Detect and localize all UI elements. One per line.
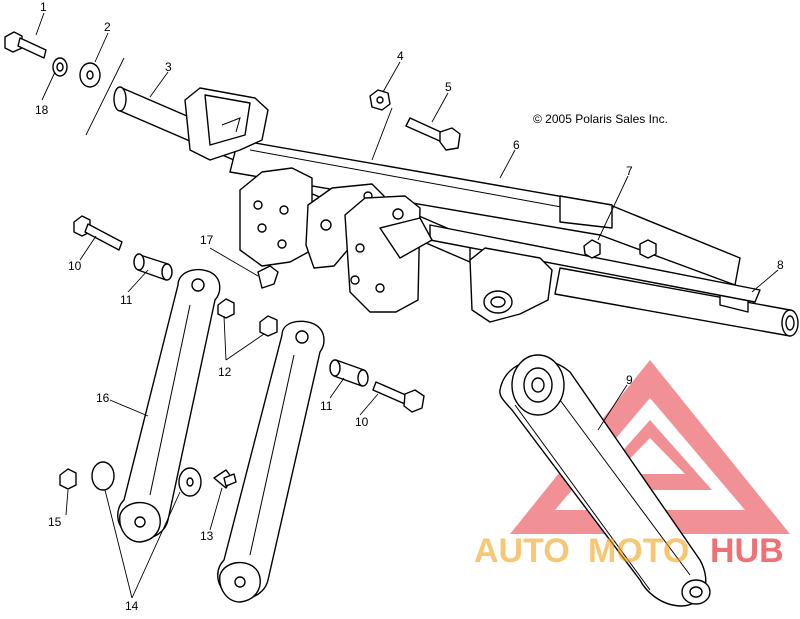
bolt-1 [4, 31, 47, 59]
nut-15 [59, 468, 77, 490]
nut-12-b [259, 315, 278, 337]
callout-14: 14 [125, 599, 139, 613]
center-bracket-right [344, 195, 433, 313]
callout-17: 17 [200, 233, 214, 247]
callout-1: 1 [40, 0, 47, 14]
callout-6: 6 [513, 138, 520, 152]
washer-14-b [178, 467, 202, 497]
nut-4 [369, 89, 391, 111]
nut-7 [583, 239, 601, 259]
nut-7b [639, 239, 657, 259]
callout-3: 3 [165, 60, 172, 74]
clip-17 [257, 265, 279, 289]
spacer-11-left [133, 253, 173, 281]
callout-12: 12 [218, 365, 232, 379]
washer-14-a [91, 461, 115, 491]
watermark-wordmark: AUTO MOTO HUB [474, 532, 784, 570]
callout-numbers: 1 2 3 4 5 6 7 8 9 10 10 11 11 12 13 14 1… [35, 0, 784, 613]
right-mount-bracket [469, 247, 553, 323]
bolt-5 [405, 117, 461, 151]
callout-5: 5 [445, 80, 452, 94]
washer-2 [79, 62, 101, 88]
watermark-hub: HUB [710, 532, 784, 570]
nut-12-a [217, 298, 235, 319]
copyright-text: © 2005 Polaris Sales Inc. [533, 112, 668, 126]
left-mount-bracket [184, 87, 269, 161]
callout-8: 8 [777, 258, 784, 272]
spacer-11-right [329, 359, 369, 387]
bolt-10-right [372, 381, 425, 413]
callout-2: 2 [104, 20, 111, 34]
callout-11-left: 11 [120, 293, 133, 307]
callout-10-right: 10 [355, 415, 369, 429]
callout-4: 4 [397, 49, 404, 63]
leader-lines [35, 12, 779, 599]
washer-18 [52, 57, 68, 77]
callout-16: 16 [96, 391, 110, 405]
shock-absorber [499, 354, 711, 607]
torque-arm-left [117, 268, 221, 543]
callout-9: 9 [626, 373, 633, 387]
watermark-auto: AUTO [474, 532, 570, 570]
torque-arm-right [217, 320, 325, 603]
section-cut-line [85, 57, 125, 136]
callout-18: 18 [35, 103, 49, 117]
callout-11-right: 11 [320, 399, 333, 413]
bolt-13 [213, 469, 237, 489]
watermark-moto: MOTO [588, 532, 689, 570]
bolt-10-left [73, 215, 123, 251]
callout-13: 13 [200, 529, 214, 543]
callout-10-left: 10 [68, 259, 82, 273]
center-bracket-left [239, 167, 313, 267]
callout-15: 15 [48, 515, 62, 529]
callout-7: 7 [626, 164, 633, 178]
